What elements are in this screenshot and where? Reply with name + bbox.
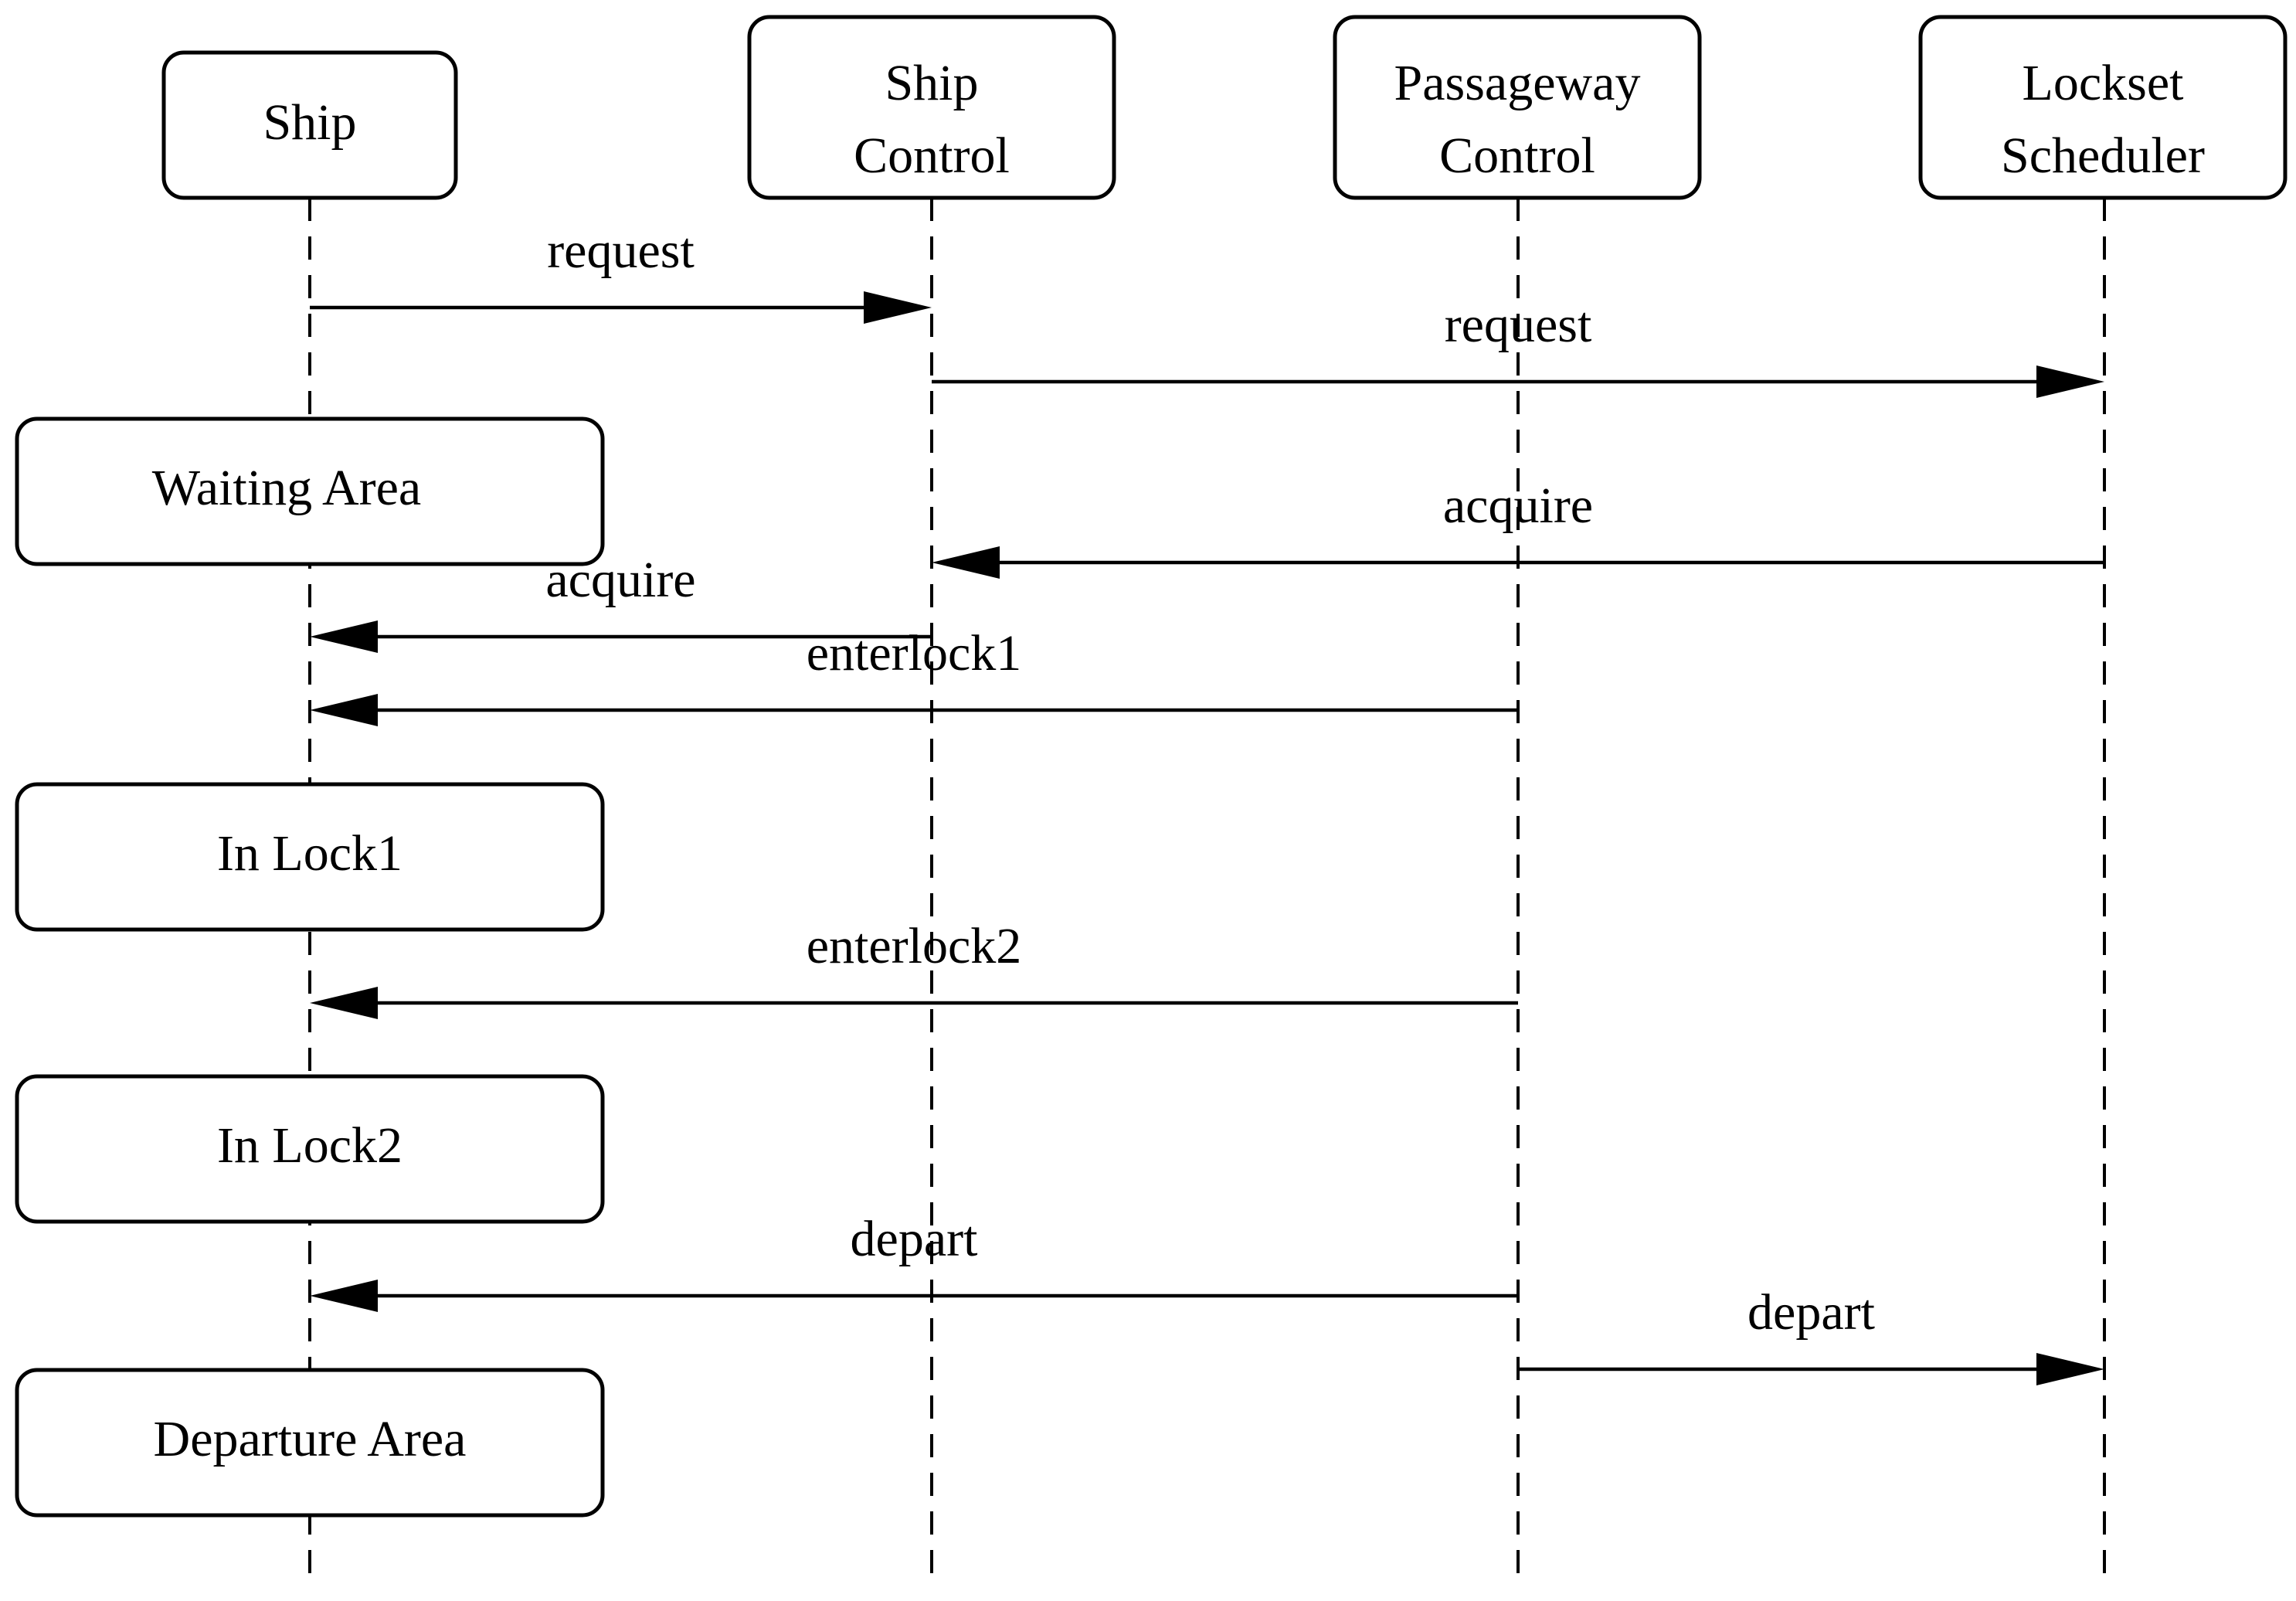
participant-label: Scheduler bbox=[2001, 127, 2205, 184]
message-5: enterlock1 bbox=[310, 625, 1518, 726]
arrowhead bbox=[310, 620, 378, 653]
participant-box bbox=[1333, 15, 1702, 200]
state-departure-area: Departure Area bbox=[15, 1368, 605, 1518]
arrowhead bbox=[310, 987, 378, 1019]
message-label: depart bbox=[1747, 1284, 1875, 1341]
message-label: enterlock1 bbox=[807, 625, 1022, 682]
state-box bbox=[15, 1368, 605, 1518]
message-6: enterlock2 bbox=[310, 918, 1518, 1019]
message-label: depart bbox=[851, 1211, 978, 1267]
message-label: enterlock2 bbox=[807, 918, 1022, 974]
arrowhead bbox=[310, 1280, 378, 1312]
messages: request request acquire acquire enterlock1 en… bbox=[310, 223, 2104, 1385]
message-2: request bbox=[932, 297, 2104, 398]
participants: ShipShipControlPassagewayControlLocksetS… bbox=[161, 15, 2288, 200]
participant-label: Lockset bbox=[2023, 55, 2184, 111]
state-box bbox=[15, 416, 605, 566]
state-box bbox=[15, 1074, 605, 1224]
participant-label: Ship bbox=[885, 55, 978, 111]
arrowhead bbox=[864, 291, 932, 324]
arrowhead bbox=[2036, 1353, 2104, 1385]
participant-box bbox=[747, 15, 1116, 200]
state-waiting-area: Waiting Area bbox=[15, 416, 605, 566]
message-label: request bbox=[547, 223, 695, 279]
participant-label: Control bbox=[854, 127, 1010, 184]
message-label: acquire bbox=[1443, 478, 1593, 534]
participant-label: Control bbox=[1439, 127, 1595, 184]
arrowhead bbox=[310, 694, 378, 726]
message-1: request bbox=[310, 223, 932, 324]
message-7: depart bbox=[310, 1211, 1518, 1312]
participant-box bbox=[1918, 15, 2288, 200]
state-label: In Lock1 bbox=[217, 825, 402, 882]
message-4: acquire bbox=[310, 552, 932, 653]
message-8: depart bbox=[1518, 1284, 2104, 1385]
state-label: Departure Area bbox=[154, 1411, 467, 1467]
state-label: Waiting Area bbox=[152, 460, 421, 516]
participant-ship: Ship bbox=[161, 50, 458, 200]
state-in-lock1: In Lock1 bbox=[15, 782, 605, 932]
participant-label: Ship bbox=[263, 94, 356, 151]
message-3: acquire bbox=[932, 478, 2104, 579]
state-label: In Lock2 bbox=[217, 1117, 402, 1174]
participant-box bbox=[161, 50, 458, 200]
state-in-lock2: In Lock2 bbox=[15, 1074, 605, 1224]
participant-label: Passageway bbox=[1394, 55, 1641, 111]
message-label: acquire bbox=[545, 552, 695, 608]
arrowhead bbox=[932, 546, 1000, 579]
state-box bbox=[15, 782, 605, 932]
message-label: request bbox=[1445, 297, 1592, 353]
arrowhead bbox=[2036, 365, 2104, 398]
